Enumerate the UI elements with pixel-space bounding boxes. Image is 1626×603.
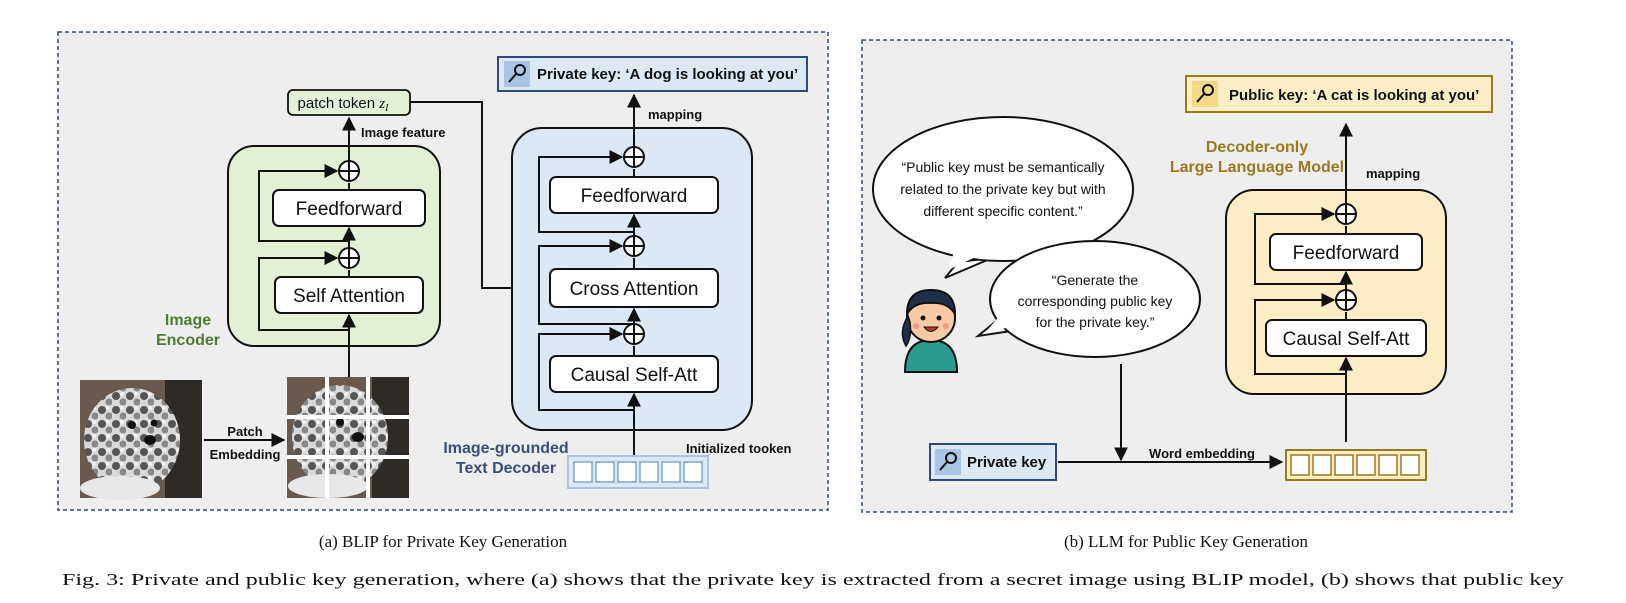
patched-dog-grid (287, 377, 409, 498)
bubble-top-line2: related to the private key but with (900, 181, 1105, 197)
embedding-token-cells (1290, 454, 1420, 476)
embedding-label: Embedding (210, 447, 281, 462)
llm-mapping-label: mapping (1366, 166, 1420, 181)
private-key-output-box (497, 56, 808, 92)
speech-bubble-top: “Public key must be semantically related… (872, 116, 1134, 279)
encoder-add-icon-bottom (338, 247, 360, 269)
bubble-bottom-line2: corresponding public key (1018, 293, 1173, 309)
decoder-mapping-label: mapping (648, 107, 702, 122)
decoder-add-icon-middle (623, 235, 645, 257)
encoder-label-line2: Encoder (156, 332, 220, 349)
decoder-causal-self-att-label: Causal Self-Att (571, 365, 698, 386)
encoder-connectors (258, 116, 356, 378)
bubble-bottom-line3: for the private key.” (1036, 314, 1155, 330)
initialized-token-cells (573, 461, 703, 483)
llm-label-line2: Large Language Model (1170, 159, 1344, 176)
bubble-bottom-line1: “Generate the (1052, 272, 1139, 288)
speech-bubble-bottom: “Generate the corresponding public key f… (974, 240, 1201, 358)
encoder-add-icon-top (338, 160, 360, 182)
llm-add-icon-bottom (1335, 289, 1357, 311)
decoder-add-icon-bottom (623, 323, 645, 345)
decoder-label-line1: Image-grounded (443, 440, 568, 457)
public-key-output-box (1185, 75, 1493, 113)
decoder-feedforward-label: Feedforward (581, 186, 688, 207)
initialized-token-label: Initialized tooken (686, 441, 792, 456)
key-icon-b (1192, 81, 1218, 107)
encoder-feedforward-label: Feedforward (296, 199, 403, 220)
key-icon-a (504, 61, 530, 87)
decoder-connectors (538, 93, 641, 455)
input-connectors (1058, 364, 1284, 469)
encoder-self-attention-label: Self Attention (293, 286, 405, 307)
decoder-add-icon-top (623, 146, 645, 168)
panel-a-caption: (a) BLIP for Private Key Generation (319, 532, 568, 551)
figure-caption: Fig. 3: Private and public key generatio… (62, 570, 1565, 589)
private-key-output-text: Private key: ‘A dog is looking at you’ (537, 66, 798, 83)
panel-a: Feedforward Self Attention Image Encoder (57, 31, 829, 551)
user-avatar-icon (901, 288, 959, 373)
llm-label-line1: Decoder-only (1206, 139, 1308, 156)
private-key-input-text: Private key (967, 454, 1047, 471)
decoder-label-line2: Text Decoder (456, 460, 556, 477)
encoder-label-line1: Image (165, 312, 211, 329)
dog-photo (80, 380, 202, 500)
key-icon-c (935, 449, 961, 475)
panel-b-caption: (b) LLM for Public Key Generation (1064, 532, 1309, 551)
llm-connectors (1254, 122, 1353, 442)
llm-add-icon-top (1335, 203, 1357, 225)
llm-causal-self-att-label: Causal Self-Att (1283, 329, 1410, 350)
llm-feedforward-label: Feedforward (1293, 243, 1400, 264)
patch-label: Patch (227, 424, 262, 439)
bubble-top-line3: different specific content.” (923, 203, 1083, 219)
word-embedding-label: Word embedding (1149, 446, 1255, 461)
panel-b: Public key: ‘A cat is looking at you’ De… (861, 39, 1513, 551)
patch-token-label: patch token zI (298, 95, 390, 114)
image-feature-label: Image feature (361, 125, 446, 140)
public-key-output-text: Public key: ‘A cat is looking at you’ (1229, 87, 1479, 104)
llm-block (1225, 189, 1447, 395)
decoder-cross-attention-label: Cross Attention (570, 279, 699, 300)
bubble-top-line1: “Public key must be semantically (901, 159, 1104, 175)
